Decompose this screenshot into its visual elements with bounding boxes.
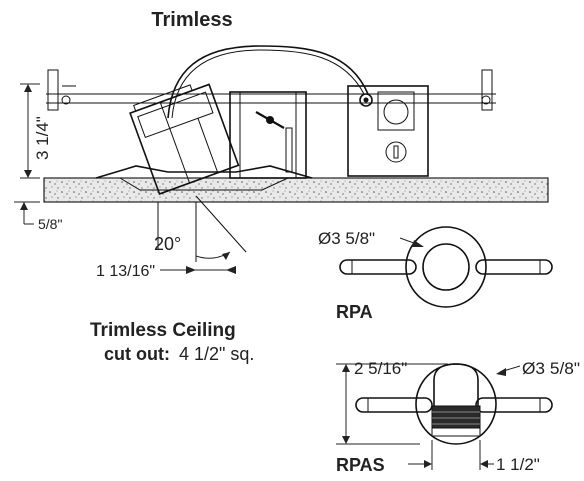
junction-box: [347, 85, 429, 177]
tilt-angle-dimension: [195, 251, 231, 260]
rpas-label: RPAS: [336, 455, 385, 475]
ceiling-slab: [43, 177, 549, 203]
ceiling-thickness-dimension: [14, 201, 40, 225]
rpas-lens-label: 1 1/2": [496, 455, 540, 474]
rpa-label: RPA: [336, 302, 373, 322]
mounting-bracket: [229, 91, 307, 179]
tilt-angle-label: 20°: [154, 234, 181, 254]
rpas-diameter-label: Ø3 5/8": [522, 359, 580, 378]
rpas-height-label: 2 5/16": [354, 359, 407, 378]
trim-flange: [95, 165, 313, 179]
rpa-diameter-label: Ø3 5/8": [318, 229, 375, 248]
rpas-view: [336, 363, 553, 470]
offset-dimension: [160, 266, 236, 274]
cutout-size: 4 1/2" sq.: [179, 344, 254, 364]
height-label: 3 1/4": [33, 116, 52, 160]
hanger-bar: [46, 69, 496, 111]
title: Trimless: [151, 9, 232, 31]
cutout-line2: cut out: 4 1/2" sq.: [104, 344, 254, 364]
height-dimension: [20, 83, 40, 179]
cutout-label: cut out:: [104, 344, 170, 364]
cutout-line1: Trimless Ceiling: [90, 320, 236, 341]
rpa-view: [339, 226, 553, 308]
tilted-housing: [129, 83, 240, 195]
flex-conduit: [167, 45, 369, 119]
ceiling-thickness-label: 5/8": [38, 216, 62, 232]
offset-label: 1 13/16": [96, 263, 155, 280]
side-elevation: [43, 45, 549, 262]
